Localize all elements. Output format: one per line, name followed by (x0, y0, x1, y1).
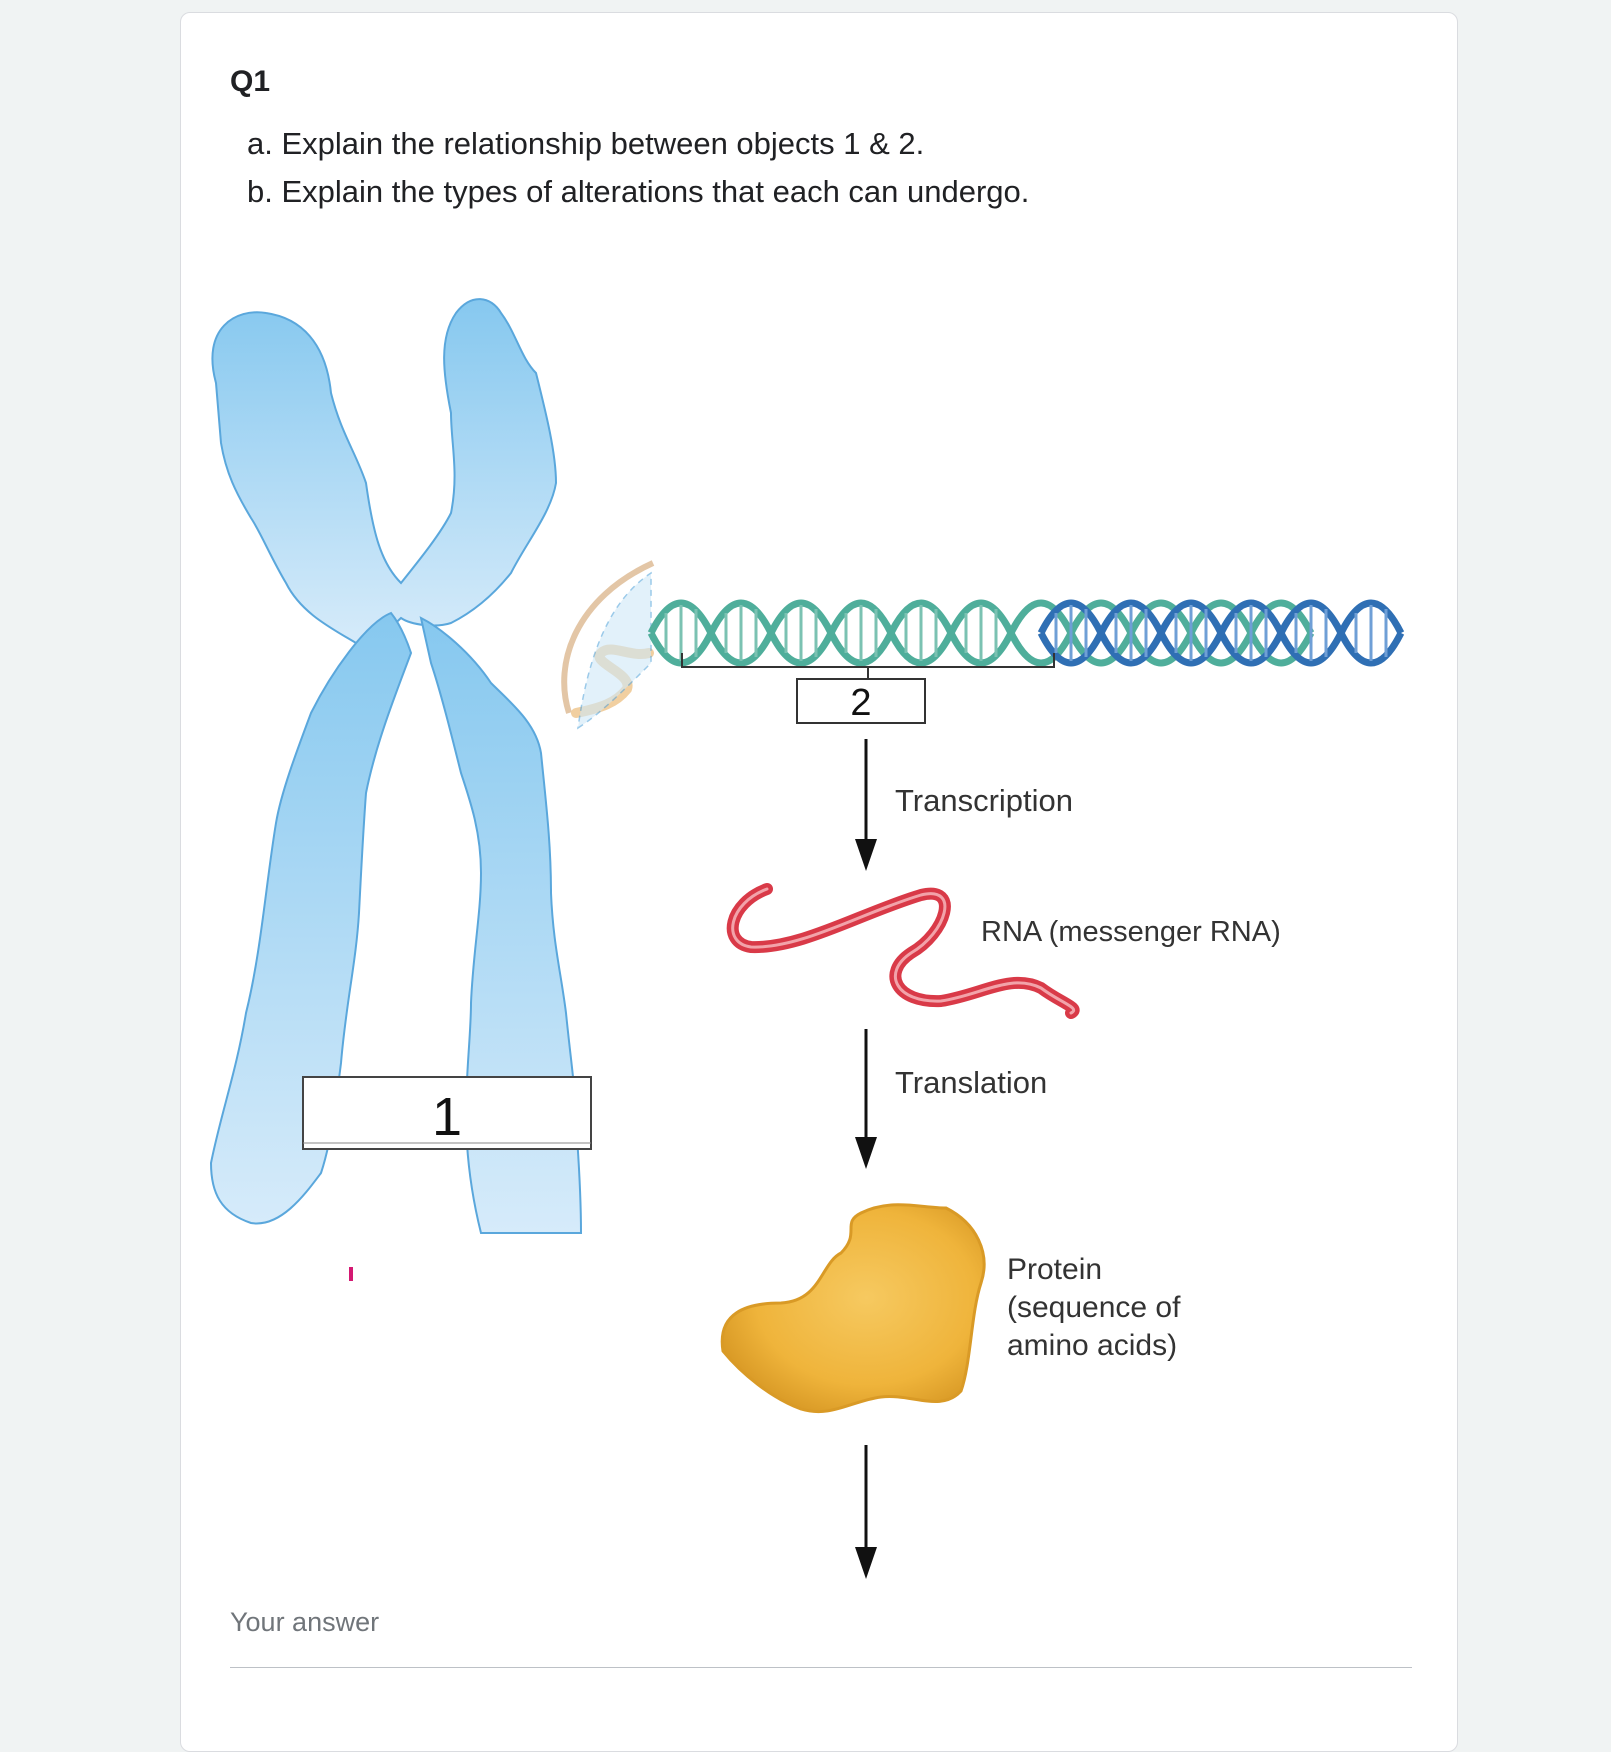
dna-double-helix (647, 599, 1405, 667)
answer-input[interactable]: Your answer (230, 1607, 380, 1637)
mrna-label: RNA (messenger RNA) (981, 916, 1281, 948)
translation-label: Translation (895, 1065, 1047, 1100)
gene-expression-figure: 1 (209, 298, 1405, 1579)
chromosome-label-number: 1 (432, 1087, 462, 1147)
magenta-tick-mark (349, 1267, 353, 1281)
question-title: Q1 (230, 65, 271, 98)
question-card: Q1 a. Explain the relationship between o… (180, 12, 1458, 1752)
downstream-arrowhead (855, 1547, 877, 1579)
chromosome (209, 298, 583, 1234)
gene-label-box (796, 678, 926, 724)
translation-arrowhead (855, 1137, 877, 1169)
question-line-b: b. Explain the types of alterations that… (247, 174, 1030, 209)
chromatin-fiber (561, 560, 655, 730)
chromosome-label-box (302, 1076, 592, 1150)
transcription-arrowhead (855, 839, 877, 871)
transcription-label: Transcription (895, 783, 1073, 818)
protein-label-line-1: Protein (1007, 1253, 1102, 1286)
protein-label-line-2: (sequence of (1007, 1291, 1181, 1324)
protein-blob (720, 1203, 986, 1414)
answer-input-underline (230, 1667, 1412, 1668)
question-line-a: a. Explain the relationship between obje… (247, 126, 925, 161)
protein-label-line-3: amino acids) (1007, 1329, 1177, 1362)
mrna-ribbon (726, 883, 1080, 1019)
gene-label-number: 2 (850, 682, 871, 724)
